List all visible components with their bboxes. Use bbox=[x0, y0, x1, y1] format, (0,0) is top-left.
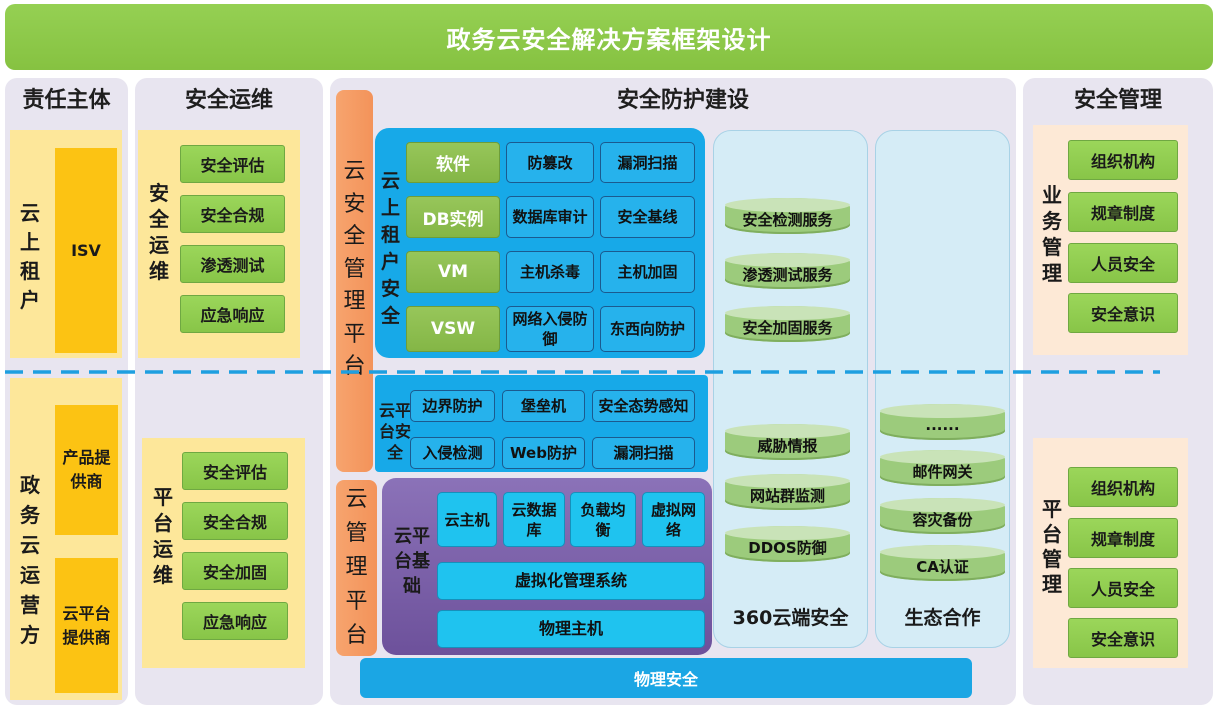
protection-header: 安全防护建设 bbox=[616, 88, 749, 113]
platform-security-item: Web防护 bbox=[502, 437, 585, 469]
tenant-role-isv: ISV bbox=[55, 148, 117, 353]
tenant-label: 云上租户 bbox=[20, 201, 40, 312]
platform-security-label: 云平台安全 bbox=[378, 401, 411, 462]
cloud-360-service-label: 威胁情报 bbox=[757, 436, 818, 455]
cloud-360-service: 安全检测服务 bbox=[725, 198, 850, 234]
platform-ops-item: 安全评估 bbox=[182, 452, 288, 490]
security-ops-item: 安全评估 bbox=[180, 145, 285, 183]
ecosystem-partner: ...... bbox=[880, 404, 1005, 440]
platform-management-item: 规章制度 bbox=[1068, 518, 1178, 558]
tenant-security-item: 安全基线 bbox=[600, 196, 695, 238]
security-ops-label: 安全运维 bbox=[149, 181, 169, 283]
tenant-security-item: 主机加固 bbox=[600, 251, 695, 293]
platform-management-item: 人员安全 bbox=[1068, 568, 1178, 608]
platform-management-item: 组织机构 bbox=[1068, 467, 1178, 507]
business-management-item: 人员安全 bbox=[1068, 243, 1178, 283]
platform-security-item: 漏洞扫描 bbox=[592, 437, 695, 469]
cloud-security-platform-label: 云安全管理平台 bbox=[343, 159, 366, 379]
cloud-management-platform-label: 云管理平台 bbox=[345, 487, 368, 648]
physical-host: 物理主机 bbox=[437, 610, 705, 648]
ecosystem-label: 生态合作 bbox=[904, 607, 981, 629]
tenant-security-item: 防篡改 bbox=[506, 142, 594, 183]
platform-management-item: 安全意识 bbox=[1068, 618, 1178, 658]
ecosystem-partner-label: CA认证 bbox=[916, 557, 969, 576]
business-management-item: 安全意识 bbox=[1068, 293, 1178, 333]
cloud-360-service-label: 安全检测服务 bbox=[742, 210, 833, 229]
cloud-360-service-label: 网站群监测 bbox=[749, 486, 825, 505]
operator-label: 政务云运营方 bbox=[20, 473, 40, 647]
platform-management-label: 平台管理 bbox=[1042, 497, 1062, 596]
ecosystem-partner: 邮件网关 bbox=[880, 450, 1005, 486]
tenant-security-item: 主机杀毒 bbox=[506, 251, 594, 293]
operator-role-product-provider: 产品提供商 bbox=[55, 405, 118, 535]
cloud-360-service: 威胁情报 bbox=[725, 424, 850, 460]
ecosystem-partner: CA认证 bbox=[880, 545, 1005, 581]
physical-security-bar: 物理安全 bbox=[360, 658, 972, 698]
cloud-360-service: DDOS防御 bbox=[725, 526, 850, 562]
business-management-item: 组织机构 bbox=[1068, 140, 1178, 180]
platform-ops-label: 平台运维 bbox=[153, 485, 173, 587]
platform-security-item: 入侵检测 bbox=[410, 437, 495, 469]
layer-divider-dashed-line bbox=[5, 370, 1160, 374]
security-ops-item: 渗透测试 bbox=[180, 245, 285, 283]
tenant-category-db: DB实例 bbox=[406, 196, 500, 238]
cloud-360-service-label: 安全加固服务 bbox=[742, 318, 833, 337]
cloud-360-service-label: DDOS防御 bbox=[748, 538, 827, 557]
platform-security-item: 边界防护 bbox=[410, 390, 495, 422]
ecosystem-partner: 容灾备份 bbox=[880, 498, 1005, 534]
tenant-security-item: 数据库审计 bbox=[506, 196, 594, 238]
foundation-resource: 虚拟网络 bbox=[642, 492, 705, 547]
tenant-category-vsw: VSW bbox=[406, 306, 500, 352]
foundation-resource: 云数据库 bbox=[503, 492, 565, 547]
security-ops-item: 安全合规 bbox=[180, 195, 285, 233]
business-management-label: 业务管理 bbox=[1042, 183, 1062, 285]
management-header: 安全管理 bbox=[1073, 88, 1162, 113]
page-title: 政务云安全解决方案框架设计 bbox=[5, 4, 1213, 70]
tenant-security-label: 云上租户安全 bbox=[380, 170, 400, 327]
tenant-security-item: 东西向防护 bbox=[600, 306, 695, 352]
cloud-360-service: 渗透测试服务 bbox=[725, 253, 850, 289]
foundation-resource: 云主机 bbox=[437, 492, 497, 547]
platform-foundation-label: 云平台基础 bbox=[394, 526, 430, 597]
cloud-security-platform-bar: 云安全管理平台 bbox=[336, 90, 373, 472]
cloud-360-service: 安全加固服务 bbox=[725, 306, 850, 342]
ecosystem-partner-label: 容灾备份 bbox=[912, 510, 973, 529]
security-ops-item: 应急响应 bbox=[180, 295, 285, 333]
business-management-item: 规章制度 bbox=[1068, 192, 1178, 232]
ecosystem-partner-label: 邮件网关 bbox=[912, 462, 973, 481]
platform-security-item: 安全态势感知 bbox=[592, 390, 695, 422]
platform-ops-item: 安全合规 bbox=[182, 502, 288, 540]
tenant-category-software: 软件 bbox=[406, 142, 500, 183]
operations-header: 安全运维 bbox=[184, 88, 273, 113]
operator-role-platform-provider: 云平台提供商 bbox=[55, 558, 118, 693]
cloud-360-service: 网站群监测 bbox=[725, 474, 850, 510]
tenant-security-item: 漏洞扫描 bbox=[600, 142, 695, 183]
cloud-360-service-label: 渗透测试服务 bbox=[742, 265, 833, 284]
platform-ops-item: 安全加固 bbox=[182, 552, 288, 590]
cloud-360-label: 360云端安全 bbox=[732, 607, 849, 629]
platform-security-item: 堡垒机 bbox=[502, 390, 585, 422]
responsibility-header: 责任主体 bbox=[22, 88, 111, 113]
tenant-security-item: 网络入侵防御 bbox=[506, 306, 594, 352]
cloud-management-platform-bar: 云管理平台 bbox=[336, 480, 377, 656]
platform-ops-item: 应急响应 bbox=[182, 602, 288, 640]
ecosystem-partner-label: ...... bbox=[925, 416, 960, 434]
foundation-resource: 负载均衡 bbox=[570, 492, 636, 547]
virtualization-management-system: 虚拟化管理系统 bbox=[437, 562, 705, 600]
tenant-category-vm: VM bbox=[406, 251, 500, 293]
